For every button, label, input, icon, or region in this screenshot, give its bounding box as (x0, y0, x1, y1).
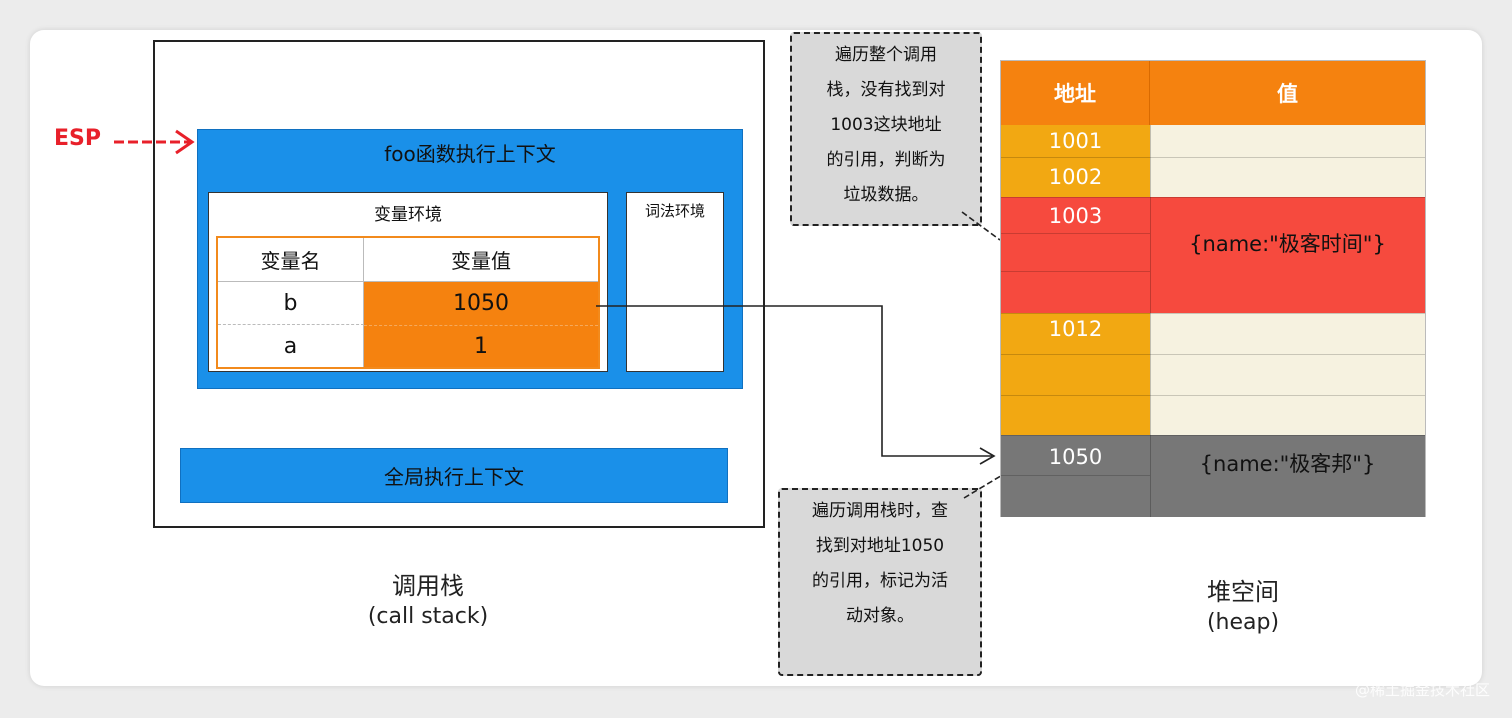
callout-line: 遍历整个调用 (835, 45, 937, 65)
global-execution-context: 全局执行上下文 (180, 448, 728, 503)
heap-row-line (1001, 157, 1425, 158)
var-row-a-value: 1 (364, 325, 598, 367)
heap-row-line (1001, 233, 1150, 234)
var-row-a-name: a (218, 325, 364, 367)
heap-value: {name:"极客邦"} (1199, 452, 1376, 476)
heap-row-1012: 1012 (1001, 313, 1425, 435)
heap-address: 1001 (1001, 125, 1150, 157)
esp-arrow-icon (114, 129, 195, 155)
call-stack-caption: 调用栈 (392, 572, 464, 600)
live-callout-pointer-icon (963, 473, 1005, 499)
var-row-b-value: 1050 (364, 282, 598, 325)
variable-table: 变量名 变量值 b 1050 a 1 (216, 236, 600, 369)
call-stack-caption-en: (call stack) (367, 604, 489, 629)
heap-row-line (1001, 197, 1425, 198)
esp-label: ESP (54, 126, 101, 151)
live-object-callout: 遍历调用栈时，查 找到对地址1050 的引用，标记为活 动对象。 (778, 488, 982, 676)
lexical-environment (626, 192, 724, 372)
foo-context-title: foo函数执行上下文 (384, 142, 556, 166)
heap-row-line (1001, 435, 1425, 436)
heap-address: 1002 (1001, 157, 1150, 197)
heap-address: 1003 (1048, 204, 1103, 228)
heap-address: 1050 (1048, 445, 1103, 469)
garbage-callout: 遍历整个调用 栈，没有找到对 1003这块地址 的引用，判断为 垃圾数据。 (790, 32, 982, 226)
callout-line: 的引用，标记为活 (812, 571, 948, 591)
watermark: @稀土掘金技术社区 (1354, 681, 1490, 699)
heap-row-1001: 1001 (1001, 125, 1425, 157)
callout-line: 垃圾数据。 (843, 185, 929, 205)
heap-value-header: 值 (1277, 82, 1298, 106)
heap-value: {name:"极客时间"} (1189, 232, 1386, 256)
heap-row-line (1001, 475, 1150, 476)
variable-environment-title: 变量环境 (374, 205, 442, 225)
heap-table: 地址 值 1001 1002 1003 {name:"极客时间"} 1012 1… (1000, 60, 1426, 517)
heap-column-divider (1150, 125, 1151, 517)
callout-line: 1003这块地址 (830, 115, 942, 135)
var-name-header: 变量名 (218, 238, 364, 282)
heap-row-1002: 1002 (1001, 157, 1425, 197)
callout-line: 栈，没有找到对 (826, 80, 946, 100)
callout-line: 的引用，判断为 (826, 150, 946, 170)
callout-line: 遍历调用栈时，查 (812, 501, 948, 521)
heap-value (1150, 157, 1425, 197)
heap-row-1050: 1050 {name:"极客邦"} (1001, 435, 1425, 517)
heap-header-row: 地址 值 (1001, 61, 1425, 125)
heap-address: 1012 (1001, 313, 1150, 435)
lexical-environment-title: 词法环境 (644, 202, 705, 220)
var-value-header: 变量值 (364, 238, 598, 282)
var-row-b-name: b (218, 282, 364, 325)
heap-row-line (1001, 313, 1425, 314)
callout-line: 动对象。 (846, 606, 914, 626)
heap-row-line (1001, 271, 1150, 272)
garbage-callout-pointer-icon (961, 211, 1001, 241)
callout-line: 找到对地址1050 (815, 536, 945, 556)
heap-caption: 堆空间 (1207, 578, 1279, 606)
heap-value (1150, 313, 1425, 435)
heap-caption-en: (heap) (1206, 610, 1280, 635)
heap-row-1003: 1003 {name:"极客时间"} (1001, 197, 1425, 313)
heap-address-header: 地址 (1001, 61, 1150, 125)
heap-row-line (1001, 395, 1425, 396)
heap-row-line (1001, 354, 1425, 355)
reference-arrow-icon (596, 305, 996, 465)
heap-value (1150, 125, 1425, 157)
